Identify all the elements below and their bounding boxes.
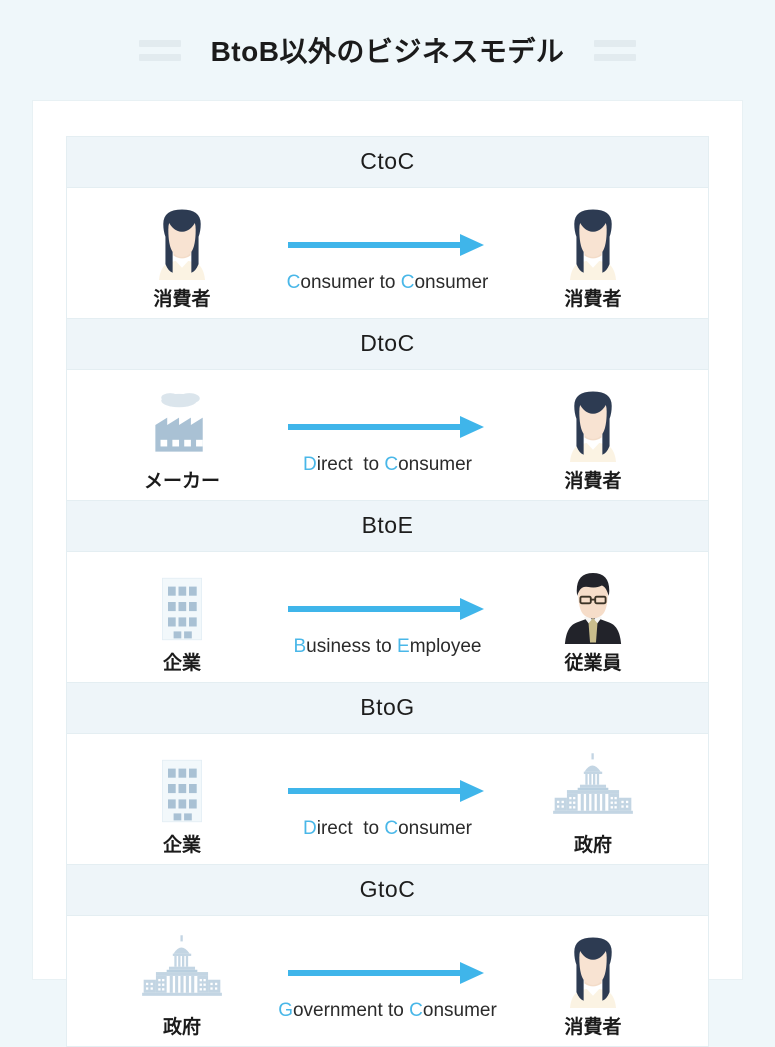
row-title-dtoc: DtoC — [67, 319, 708, 370]
target-entity-label: 従業員 — [564, 653, 622, 674]
woman-icon — [557, 202, 629, 280]
target-entity-label: 消費者 — [564, 1017, 622, 1038]
flow-group: Consumer to Consumer — [257, 202, 518, 294]
row-title-ctoc: CtoC — [67, 137, 708, 188]
flow-text-plain: irect to — [316, 454, 385, 475]
source-entity: 政府 — [107, 930, 257, 1039]
arrow-right-icon — [287, 596, 488, 622]
flow-label: Direct to Consumer — [303, 454, 472, 476]
woman-icon — [557, 930, 629, 1008]
model-row: GtoC — [67, 865, 708, 1047]
source-entity-label: メーカー — [143, 471, 220, 492]
source-entity: 消費者 — [107, 202, 257, 311]
flow-text-highlight: C — [384, 454, 399, 475]
office-building-icon — [147, 748, 217, 826]
target-entity: 従業員 — [518, 566, 668, 675]
flow-label: Direct to Consumer — [303, 818, 472, 840]
row-body: 消費者 Consumer to Consumer 消費者 — [67, 188, 708, 318]
office-building-icon — [147, 566, 217, 644]
row-title-btoe: BtoE — [67, 501, 708, 552]
target-entity: 消費者 — [518, 930, 668, 1039]
row-body: 企業 Business to Employee 従業員 — [67, 552, 708, 682]
flow-text-highlight: C — [409, 1000, 423, 1021]
flow-text-plain: onsumer — [422, 1000, 497, 1021]
flow-group: Business to Employee — [257, 566, 518, 658]
target-entity-label: 消費者 — [564, 471, 622, 492]
page-title: BtoB以外のビジネスモデル — [210, 36, 565, 67]
row-body: メーカー Direct to Consumer 消費者 — [67, 370, 708, 500]
source-entity: メーカー — [107, 384, 257, 493]
source-entity-label: 企業 — [162, 653, 201, 674]
row-body: 企業 Direct to Consumer — [67, 734, 708, 864]
model-row: BtoE 企業 Business to Employee 従業員 — [67, 501, 708, 683]
flow-text-highlight: B — [293, 636, 307, 657]
model-row: BtoG 企業 Direct to Consumer — [67, 683, 708, 865]
flow-text-highlight: C — [400, 272, 415, 293]
woman-icon — [146, 202, 218, 280]
businessman-icon — [556, 566, 630, 644]
row-title-btog: BtoG — [67, 683, 708, 734]
title-decoration-right-icon — [594, 39, 637, 61]
source-entity-label: 消費者 — [153, 289, 211, 310]
arrow-right-icon — [287, 232, 488, 258]
target-entity: 政府 — [518, 748, 668, 857]
row-title-gtoc: GtoC — [67, 865, 708, 916]
page-header: BtoB以外のビジネスモデル — [0, 0, 775, 100]
title-decoration-left-icon — [138, 39, 181, 61]
flow-label: Business to Employee — [293, 636, 481, 658]
flow-text-plain: onsumer — [414, 272, 489, 293]
target-entity-label: 政府 — [573, 835, 612, 856]
flow-text-plain: irect to — [316, 818, 385, 839]
flow-text-highlight: E — [397, 636, 410, 657]
flow-text-plain: overnment to — [292, 1000, 410, 1021]
arrow-right-icon — [287, 960, 488, 986]
flow-group: Direct to Consumer — [257, 384, 518, 476]
arrow-right-icon — [287, 778, 488, 804]
target-entity: 消費者 — [518, 384, 668, 493]
flow-text-highlight: G — [278, 1000, 293, 1021]
target-entity-label: 消費者 — [564, 289, 622, 310]
source-entity: 企業 — [107, 748, 257, 857]
flow-text-plain: onsumer — [398, 454, 472, 475]
flow-group: Direct to Consumer — [257, 748, 518, 840]
flow-label: Government to Consumer — [278, 1000, 497, 1022]
arrow-right-icon — [287, 414, 488, 440]
flow-text-plain: usiness to — [306, 636, 397, 657]
flow-group: Government to Consumer — [257, 930, 518, 1022]
flow-text-highlight: D — [303, 454, 317, 475]
flow-text-plain: mployee — [409, 636, 482, 657]
factory-icon — [145, 384, 219, 462]
flow-text-plain: onsumer — [398, 818, 472, 839]
model-row: DtoC メーカー Direct to Consumer 消費者 — [67, 319, 708, 501]
flow-text-highlight: D — [303, 818, 317, 839]
target-entity: 消費者 — [518, 202, 668, 311]
flow-text-highlight: C — [384, 818, 399, 839]
source-entity-label: 政府 — [162, 1017, 201, 1038]
model-row: CtoC 消費者 Consumer to Consumer 消費者 — [67, 137, 708, 319]
row-body: 政府 Government to Consumer 消費者 — [67, 916, 708, 1046]
flow-label: Consumer to Consumer — [287, 272, 489, 294]
source-entity: 企業 — [107, 566, 257, 675]
source-entity-label: 企業 — [162, 835, 201, 856]
government-building-icon — [547, 748, 639, 826]
woman-icon — [557, 384, 629, 462]
flow-text-plain: onsumer to — [300, 272, 401, 293]
government-building-icon — [136, 930, 228, 1008]
flow-text-highlight: C — [286, 272, 301, 293]
